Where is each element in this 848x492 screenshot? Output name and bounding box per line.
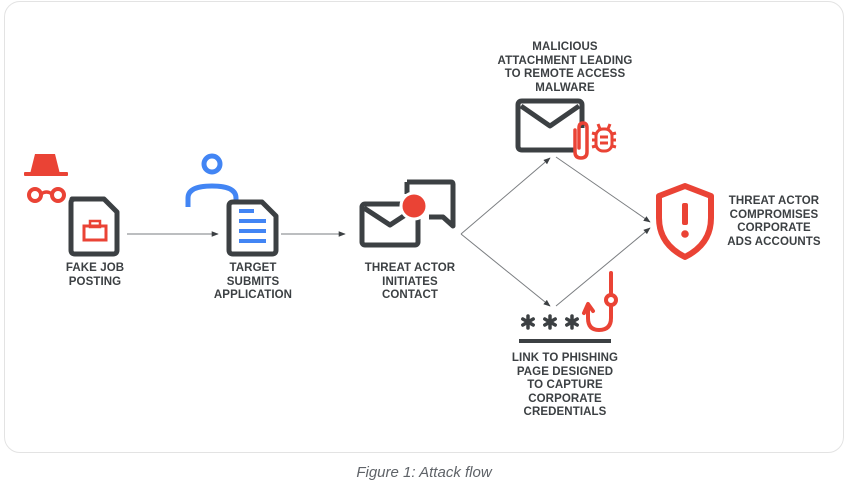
- label-fake-job-posting: FAKE JOB POSTING: [65, 262, 125, 288]
- edge-contact-to-phishing: [460, 233, 551, 307]
- diagram-card: [4, 1, 844, 453]
- fishing-hook-icon: [582, 271, 618, 333]
- shield-alert-icon: [656, 183, 714, 260]
- label-malicious-attachment: MALICIOUS ATTACHMENT LEADING TO REMOTE A…: [497, 41, 633, 94]
- edge-attachment-to-compromise: [555, 156, 651, 223]
- edge-phishing-to-compromise: [555, 227, 651, 307]
- edge-contact-to-attachment: [460, 157, 551, 235]
- label-compromise-ads-accounts: THREAT ACTOR COMPROMISES CORPORATE ADS A…: [727, 195, 821, 248]
- person-icon: [185, 153, 239, 207]
- label-target-submits-application: TARGET SUBMITS APPLICATION: [213, 262, 293, 301]
- incognito-spy-icon: [24, 154, 68, 203]
- label-phishing-link: LINK TO PHISHING PAGE DESIGNED TO CAPTUR…: [511, 352, 619, 418]
- password-asterisks-icon: [519, 314, 611, 343]
- envelope-icon: [515, 98, 585, 153]
- label-threat-actor-initiates-contact: THREAT ACTOR INITIATES CONTACT: [364, 262, 456, 301]
- figure-caption: Figure 1: Attack flow: [356, 464, 492, 481]
- bug-icon: [591, 123, 617, 153]
- edges: [127, 156, 651, 307]
- chat-bubble-icon: [404, 179, 456, 229]
- job-document-briefcase-icon: [68, 196, 120, 257]
- paperclip-icon: [573, 121, 589, 160]
- envelope-notification-icon: [359, 191, 429, 248]
- document-icon: [226, 199, 279, 257]
